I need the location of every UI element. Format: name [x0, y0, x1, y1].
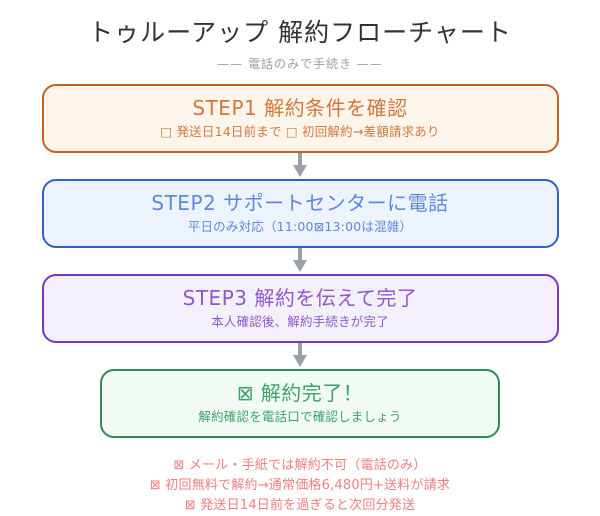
flow-node-step1: STEP1 解約条件を確認 □ 発送日14日前まで □ 初回解約→差額請求あり: [41, 84, 559, 154]
arrow-step2-to-step3: [0, 248, 600, 274]
page-title: トゥルーアップ 解約フローチャート: [88, 18, 512, 47]
header: トゥルーアップ 解約フローチャート —— 電話のみで手続き ——: [0, 0, 600, 72]
step1-heading: STEP1 解約条件を確認: [192, 96, 408, 121]
step2-heading: STEP2 サポートセンターに電話: [151, 191, 449, 216]
flow-container: STEP1 解約条件を確認 □ 発送日14日前まで □ 初回解約→差額請求あり …: [0, 84, 600, 438]
arrow-down-icon: [291, 153, 309, 179]
note-item: ⊠ 発送日14日前を過ぎると次回分発送: [184, 498, 416, 514]
step3-heading: STEP3 解約を伝えて完了: [182, 286, 418, 310]
note-item: ⊠ 初回無料で解約→通常価格6,480円+送料が請求: [149, 477, 451, 493]
flow-node-step3: STEP3 解約を伝えて完了 本人確認後、解約手続きが完了: [41, 274, 559, 343]
done-heading: ⊠ 解約完了！: [236, 380, 364, 405]
notes-list: ⊠ メール・手紙では解約不可（電話のみ） ⊠ 初回無料で解約→通常価格6,480…: [0, 456, 600, 516]
step2-detail: 平日のみ対応（11:00⊠13:00は混雑）: [187, 219, 413, 235]
note-item: ⊠ メール・手紙では解約不可（電話のみ）: [173, 457, 427, 473]
flow-node-done: ⊠ 解約完了！ 解約確認を電話口で確認しましょう: [100, 368, 500, 438]
arrow-down-icon: [291, 342, 309, 369]
step1-detail: □ 発送日14日前まで □ 初回解約→差額請求あり: [160, 124, 440, 140]
arrow-down-icon: [291, 248, 309, 274]
done-detail: 解約確認を電話口で確認しましょう: [198, 408, 402, 424]
page-subtitle: —— 電話のみで手続き ——: [217, 57, 383, 72]
flow-node-step2: STEP2 サポートセンターに電話 平日のみ対応（11:00⊠13:00は混雑）: [41, 179, 559, 248]
arrow-step1-to-step2: [0, 153, 600, 179]
arrow-step3-to-done: [0, 342, 600, 369]
step3-detail: 本人確認後、解約手続きが完了: [211, 314, 389, 329]
